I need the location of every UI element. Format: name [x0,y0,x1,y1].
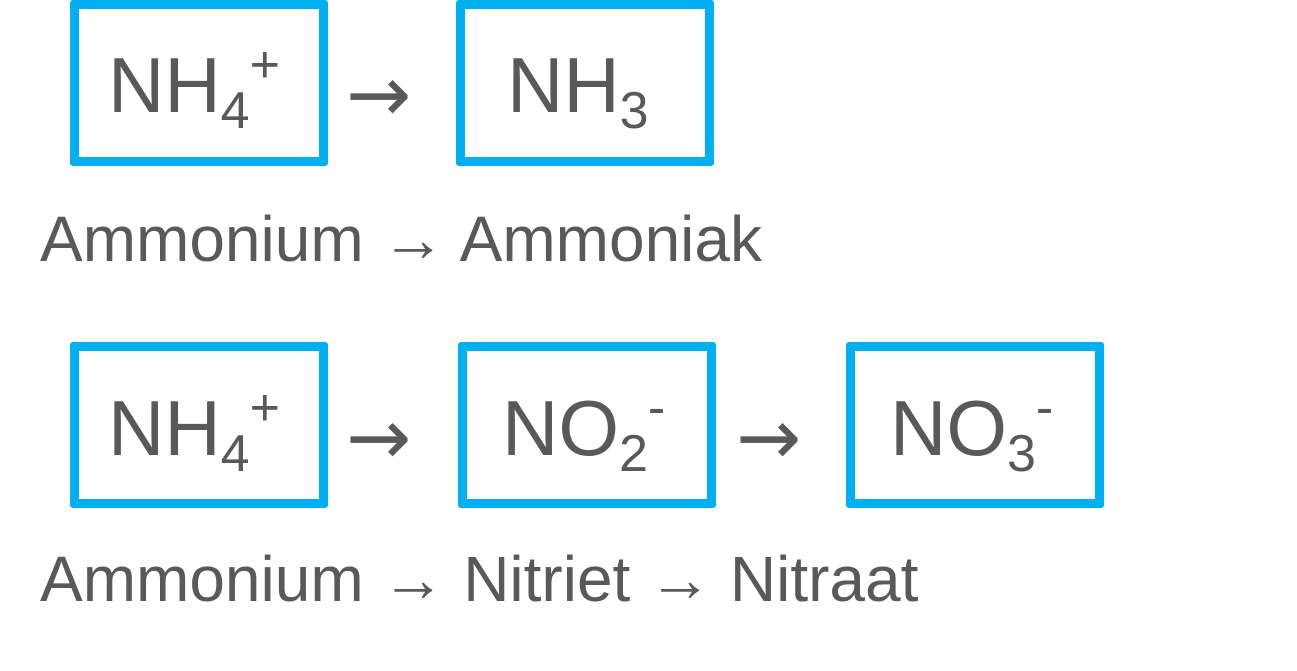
caption-row-1: Ammonium → Ammoniak [40,203,762,275]
formula-subscript: 4 [220,425,250,483]
formula-nitrite: NO2- [502,382,665,480]
formula-box-ammonium-1 [70,0,328,166]
reaction-arrow: → [736,393,802,483]
formula-box-ammonium-2 [70,342,328,508]
formula-subscript: 3 [619,82,649,140]
formula-ammonia: NH3 [507,46,649,137]
formula-base: NH [108,41,221,129]
formula-subscript: 2 [619,425,648,483]
formula-ammonium-1: NH4+ [108,39,280,137]
formula-box-ammonia [456,0,714,166]
reaction-arrow: → [346,393,412,483]
formula-superscript: + [249,379,280,437]
formula-subscript: 4 [220,82,250,140]
reaction-arrow: → [346,50,412,140]
formula-subscript: 3 [1007,425,1036,483]
formula-ammonium-2: NH4+ [108,382,280,480]
formula-superscript: - [1035,379,1054,437]
formula-base: NO [502,384,619,472]
formula-box-nitrate [846,342,1104,508]
formula-base: NO [890,384,1007,472]
formula-box-nitrite [458,342,716,508]
formula-base: NH [108,384,221,472]
formula-superscript: + [249,36,280,94]
formula-base: NH [507,41,620,129]
caption-row-2: Ammonium → Nitriet → Nitraat [40,543,919,615]
formula-nitrate: NO3- [890,382,1053,480]
formula-superscript: - [647,379,666,437]
